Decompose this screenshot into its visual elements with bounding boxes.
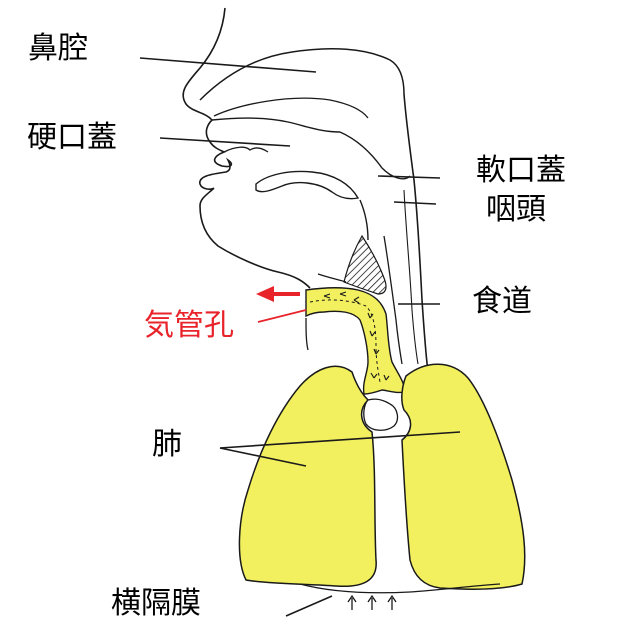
tongue-outline — [255, 170, 360, 200]
left-lung — [238, 365, 377, 588]
leader-tracheal-stoma — [257, 309, 307, 323]
diaphragm-outline — [299, 583, 501, 594]
leader-soft-palate — [377, 175, 441, 179]
label-hard-palate: 硬口蓋 — [27, 120, 117, 155]
esophagus-wall-front — [383, 235, 403, 365]
leader-hard-palate — [159, 137, 291, 147]
soft-palate-outline — [339, 131, 411, 180]
stoma-arrow-icon — [256, 286, 300, 302]
label-lungs: 肺 — [152, 427, 182, 462]
upper-teeth-outline — [223, 146, 269, 153]
label-soft-palate: 軟口蓋 — [476, 153, 566, 188]
right-lung — [401, 363, 526, 590]
label-diaphragm: 横隔膜 — [111, 586, 201, 621]
leader-lung-right — [219, 431, 461, 449]
face-profile-outline — [182, 7, 311, 289]
diaphragm-arrows — [347, 594, 397, 610]
carina-gap — [363, 398, 399, 431]
leader-lung-left — [219, 447, 307, 467]
label-esophagus: 食道 — [472, 284, 532, 319]
esophagus-wall-back — [403, 189, 419, 365]
nasal-cavity-outline — [199, 47, 405, 101]
pharynx-posterior-wall — [403, 93, 429, 373]
nasal-cavity-floor — [213, 97, 369, 119]
chest-front-line — [305, 317, 309, 351]
hard-palate-outline — [211, 117, 341, 133]
leader-lines — [139, 57, 461, 617]
leader-pharynx — [393, 201, 437, 205]
neck-front-line — [317, 273, 347, 283]
label-nasal-cavity: 鼻腔 — [28, 31, 88, 66]
trachea — [305, 287, 406, 395]
larynx-hatched-region — [343, 234, 387, 295]
pharynx-anterior-wall — [359, 199, 369, 241]
label-tracheal-stoma: 気管孔 — [144, 308, 234, 343]
leader-diaphragm — [285, 595, 333, 617]
leader-nasal-cavity — [139, 57, 317, 73]
label-pharynx: 咽頭 — [486, 192, 546, 227]
trachea-airflow-arrows — [323, 291, 390, 381]
